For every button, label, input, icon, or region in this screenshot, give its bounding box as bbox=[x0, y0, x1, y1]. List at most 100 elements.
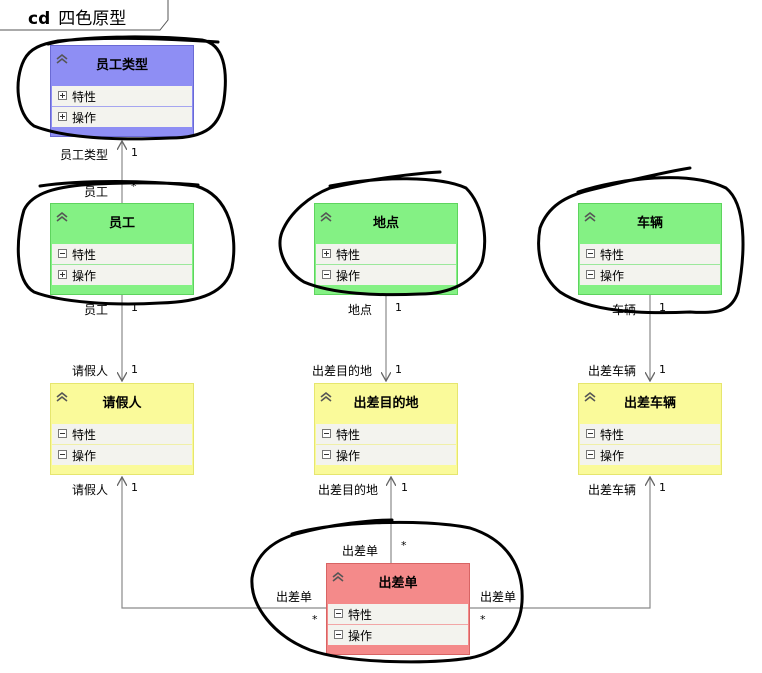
class-requester[interactable]: 请假人特性操作 bbox=[50, 383, 194, 475]
operations-label: 操作 bbox=[348, 629, 373, 643]
class-header[interactable]: 员工 bbox=[51, 204, 193, 238]
operations-label: 操作 bbox=[600, 269, 625, 283]
role-label: 出差目的地 bbox=[318, 483, 379, 497]
attributes-label: 特性 bbox=[72, 248, 97, 262]
role-label: 出差目的地 bbox=[312, 364, 373, 378]
operations-label: 操作 bbox=[72, 269, 97, 283]
collapse-minus-icon[interactable] bbox=[586, 270, 595, 279]
multiplicity-label: 1 bbox=[131, 363, 138, 376]
multiplicity-label: 1 bbox=[131, 301, 138, 314]
class-trip-order[interactable]: 出差单特性操作 bbox=[326, 563, 470, 655]
expand-plus-icon[interactable] bbox=[58, 91, 67, 100]
attributes-compartment[interactable]: 特性 bbox=[316, 424, 456, 445]
operations-compartment[interactable]: 操作 bbox=[316, 445, 456, 465]
collapse-minus-icon[interactable] bbox=[58, 249, 67, 258]
role-label: 请假人 bbox=[72, 483, 109, 497]
multiplicity-label: 1 bbox=[131, 146, 138, 159]
multiplicity-label: * bbox=[480, 613, 486, 626]
attributes-compartment[interactable]: 特性 bbox=[316, 244, 456, 265]
expand-plus-icon[interactable] bbox=[322, 249, 331, 258]
class-trip-vehicle[interactable]: 出差车辆特性操作 bbox=[578, 383, 722, 475]
operations-compartment[interactable]: 操作 bbox=[580, 265, 720, 285]
role-label: 出差单 bbox=[480, 590, 517, 604]
class-name: 出差车辆 bbox=[623, 396, 676, 411]
class-header[interactable]: 出差目的地 bbox=[315, 384, 457, 418]
class-employee[interactable]: 员工特性操作 bbox=[50, 203, 194, 295]
multiplicity-label: * bbox=[312, 613, 318, 626]
attributes-label: 特性 bbox=[600, 248, 625, 262]
assoc-line-order-to-trip-vehicle[interactable] bbox=[470, 477, 650, 609]
attributes-compartment[interactable]: 特性 bbox=[328, 604, 468, 625]
collapse-minus-icon[interactable] bbox=[586, 249, 595, 258]
role-label: 员工 bbox=[84, 185, 109, 199]
operations-compartment[interactable]: 操作 bbox=[52, 265, 192, 285]
collapse-minus-icon[interactable] bbox=[586, 429, 595, 438]
multiplicity-label: 1 bbox=[659, 363, 666, 376]
expand-plus-icon[interactable] bbox=[58, 112, 67, 121]
multiplicity-label: 1 bbox=[659, 301, 666, 314]
class-header[interactable]: 地点 bbox=[315, 204, 457, 238]
class-place[interactable]: 地点特性操作 bbox=[314, 203, 458, 295]
class-name: 员工类型 bbox=[95, 58, 148, 73]
class-header[interactable]: 出差车辆 bbox=[579, 384, 721, 418]
role-label: 出差车辆 bbox=[588, 483, 637, 497]
collapse-chevron-icon[interactable] bbox=[319, 391, 333, 403]
class-header[interactable]: 员工类型 bbox=[51, 46, 193, 80]
class-header[interactable]: 车辆 bbox=[579, 204, 721, 238]
class-footer bbox=[315, 466, 457, 474]
class-header[interactable]: 出差单 bbox=[327, 564, 469, 598]
attributes-label: 特性 bbox=[600, 428, 625, 442]
role-label: 出差车辆 bbox=[588, 364, 637, 378]
collapse-minus-icon[interactable] bbox=[322, 450, 331, 459]
operations-compartment[interactable]: 操作 bbox=[580, 445, 720, 465]
role-label: 员工类型 bbox=[60, 148, 109, 162]
class-vehicle[interactable]: 车辆特性操作 bbox=[578, 203, 722, 295]
class-name: 车辆 bbox=[636, 216, 663, 231]
class-name: 员工 bbox=[108, 216, 135, 231]
multiplicity-label: 1 bbox=[659, 481, 666, 494]
attributes-label: 特性 bbox=[336, 428, 361, 442]
class-footer bbox=[579, 466, 721, 474]
collapse-minus-icon[interactable] bbox=[322, 429, 331, 438]
operations-compartment[interactable]: 操作 bbox=[52, 107, 192, 127]
class-destination[interactable]: 出差目的地特性操作 bbox=[314, 383, 458, 475]
collapse-chevron-icon[interactable] bbox=[583, 391, 597, 403]
frame-name: 四色原型 bbox=[58, 9, 127, 29]
operations-compartment[interactable]: 操作 bbox=[328, 625, 468, 645]
class-emp-type[interactable]: 员工类型特性操作 bbox=[50, 45, 194, 137]
expand-plus-icon[interactable] bbox=[58, 270, 67, 279]
multiplicity-label: 1 bbox=[131, 481, 138, 494]
frame-title: cd 四色原型 bbox=[28, 4, 126, 29]
frame-keyword: cd bbox=[28, 9, 51, 29]
class-name: 出差目的地 bbox=[353, 396, 419, 411]
operations-compartment[interactable]: 操作 bbox=[316, 265, 456, 285]
attributes-compartment[interactable]: 特性 bbox=[52, 244, 192, 265]
collapse-minus-icon[interactable] bbox=[58, 429, 67, 438]
multiplicity-label: * bbox=[131, 180, 137, 193]
attributes-compartment[interactable]: 特性 bbox=[52, 86, 192, 107]
collapse-minus-icon[interactable] bbox=[58, 450, 67, 459]
collapse-chevron-icon[interactable] bbox=[55, 391, 69, 403]
attributes-compartment[interactable]: 特性 bbox=[580, 244, 720, 265]
attributes-compartment[interactable]: 特性 bbox=[580, 424, 720, 445]
attributes-label: 特性 bbox=[348, 608, 373, 622]
class-footer bbox=[579, 286, 721, 294]
collapse-minus-icon[interactable] bbox=[334, 609, 343, 618]
class-header[interactable]: 请假人 bbox=[51, 384, 193, 418]
class-name: 出差单 bbox=[378, 576, 418, 591]
collapse-minus-icon[interactable] bbox=[334, 630, 343, 639]
attributes-label: 特性 bbox=[72, 90, 97, 104]
diagram-frame-tab: cd 四色原型 bbox=[0, 0, 169, 31]
operations-label: 操作 bbox=[72, 449, 97, 463]
collapse-minus-icon[interactable] bbox=[322, 270, 331, 279]
class-name: 地点 bbox=[372, 216, 399, 231]
class-footer bbox=[51, 128, 193, 136]
attributes-label: 特性 bbox=[336, 248, 361, 262]
attributes-compartment[interactable]: 特性 bbox=[52, 424, 192, 445]
collapse-minus-icon[interactable] bbox=[586, 450, 595, 459]
operations-label: 操作 bbox=[72, 111, 97, 125]
role-label: 请假人 bbox=[72, 364, 109, 378]
operations-compartment[interactable]: 操作 bbox=[52, 445, 192, 465]
operations-label: 操作 bbox=[336, 269, 361, 283]
